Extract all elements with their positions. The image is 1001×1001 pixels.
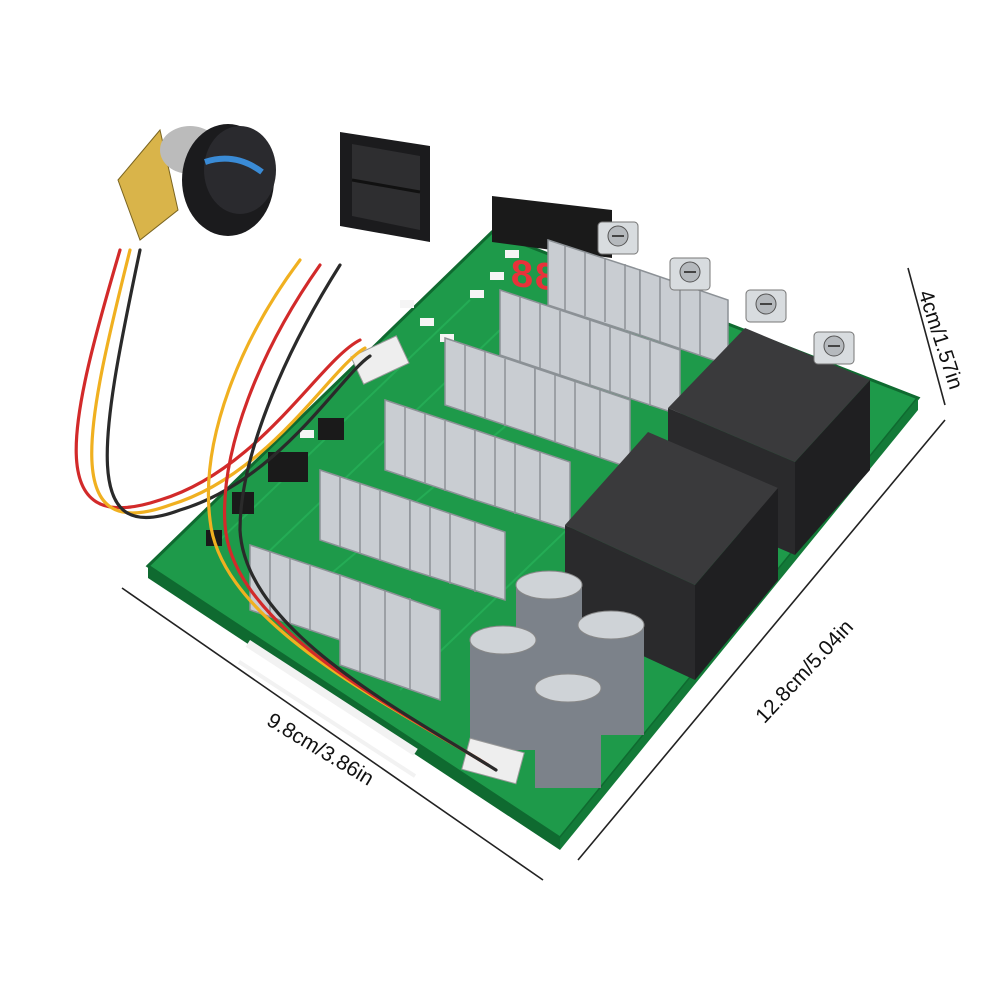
top-connector — [350, 335, 410, 385]
screw-terminal-1 — [597, 221, 639, 255]
dimension-lines — [121, 267, 946, 881]
length-dimension-line — [577, 419, 946, 861]
relays — [565, 328, 870, 680]
heatsink-4 — [589, 318, 681, 417]
screw-terminal-2 — [669, 257, 711, 291]
capacitors — [469, 570, 645, 788]
capacitor-4 — [534, 673, 602, 788]
heatsink-7 — [384, 398, 476, 502]
rocker-switch — [340, 132, 430, 242]
relay-bottom — [565, 432, 778, 680]
screw-terminal-4 — [813, 331, 855, 365]
bottom-connector — [461, 737, 525, 785]
potentiometer-knob — [117, 124, 276, 241]
width-dimension-line — [121, 587, 544, 881]
heatsink-12 — [339, 573, 441, 702]
screw-terminals — [597, 221, 855, 365]
wires — [74, 248, 498, 772]
height-dimension-line — [907, 267, 946, 406]
connectors — [350, 335, 525, 785]
heatsink-10 — [409, 498, 506, 602]
capacitor-3 — [469, 625, 537, 750]
screw-terminal-3 — [745, 289, 787, 323]
capacitor-2 — [577, 610, 645, 735]
